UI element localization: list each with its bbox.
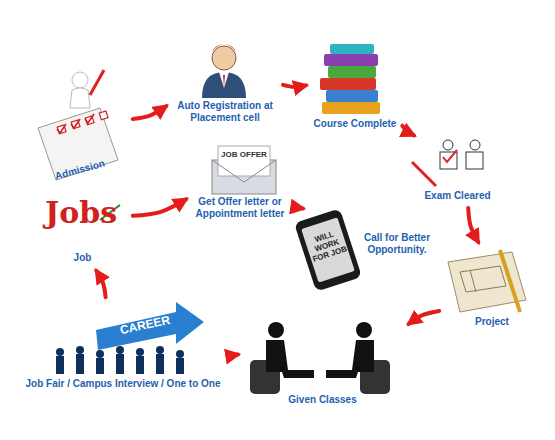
flow-arrow	[133, 106, 166, 119]
step-node: Auto Registration at Placement cell	[170, 40, 280, 127]
flow-arrow	[96, 271, 105, 297]
step-node: Job	[35, 196, 130, 267]
flow-arrow	[283, 85, 306, 87]
flow-arrow	[293, 204, 303, 208]
image-label: Jobs	[36, 196, 126, 230]
envelope-icon	[212, 146, 276, 194]
step-caption: Given Classes	[240, 394, 405, 406]
interview-icon	[250, 322, 390, 394]
career-icon	[56, 302, 204, 374]
step-node: Given Classes	[240, 312, 405, 409]
step-caption: Job Fair / Campus Interview / One to One	[12, 378, 234, 390]
step-node: Call for Better Opportunity.	[295, 210, 437, 259]
step-caption: Auto Registration at Placement cell	[170, 100, 280, 124]
step-caption: Call for Better Opportunity.	[357, 232, 437, 256]
step-node: Get Offer letter or Appointment letter	[190, 142, 290, 223]
books-icon	[320, 44, 380, 114]
step-node: Job Fair / Campus Interview / One to One	[12, 300, 234, 393]
exam-icon	[412, 140, 483, 186]
step-caption: Get Offer letter or Appointment letter	[190, 196, 290, 220]
step-caption: Admission	[30, 151, 130, 188]
step-caption: Course Complete	[310, 118, 400, 130]
flow-arrow	[468, 208, 478, 242]
flow-arrow	[133, 199, 186, 216]
flow-arrow	[402, 126, 414, 136]
image-label: CAREER	[109, 311, 180, 339]
blueprint-icon	[448, 250, 526, 312]
phone-icon	[294, 208, 362, 291]
step-node: Project	[442, 246, 542, 331]
step-caption: Exam Cleared	[410, 190, 505, 202]
step-caption: Project	[442, 316, 542, 328]
image-label: JOB OFFER	[218, 150, 270, 160]
person-icon	[202, 44, 246, 98]
image-label: WILL WORK FOR JOB	[303, 226, 351, 265]
step-caption: Job	[35, 252, 130, 264]
step-node: Course Complete	[310, 40, 400, 133]
step-node: Exam Cleared	[410, 138, 505, 205]
flow-arrow	[235, 353, 240, 357]
step-node: Admission	[30, 100, 130, 179]
flow-arrow	[409, 311, 440, 324]
